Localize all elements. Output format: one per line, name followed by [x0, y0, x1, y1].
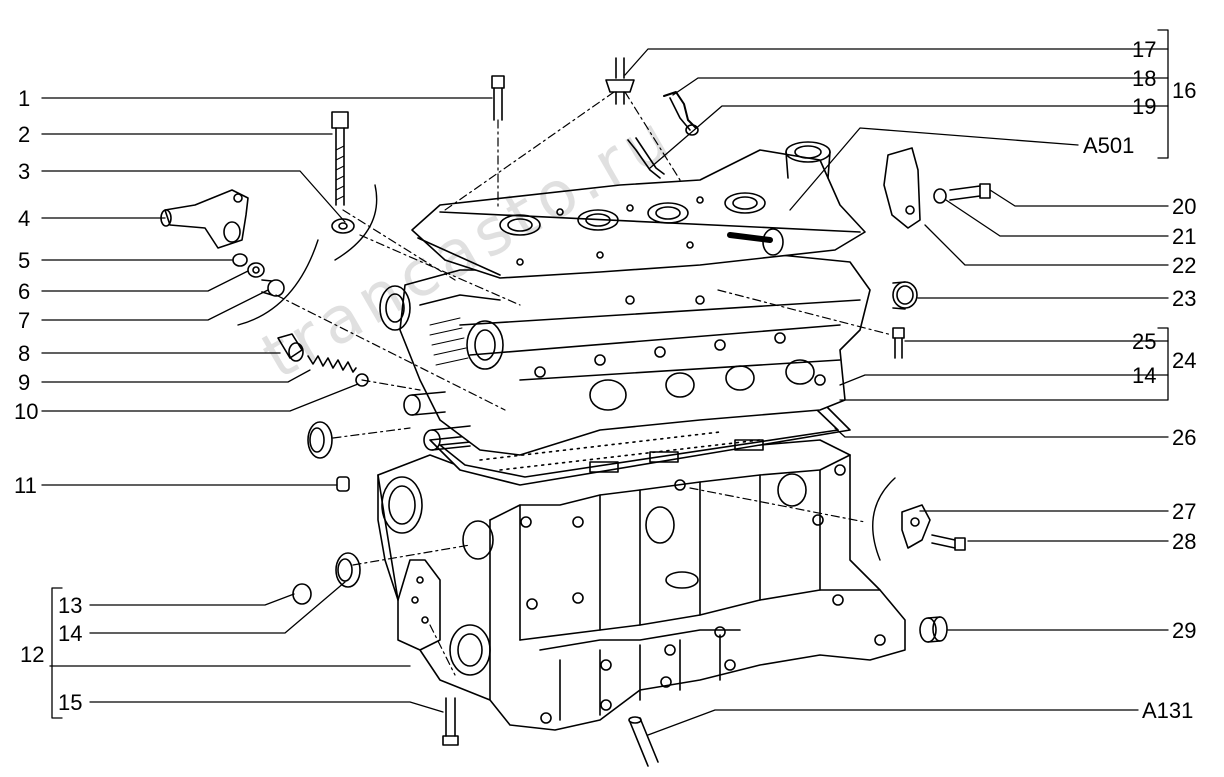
callout-27: 27 [1172, 499, 1197, 524]
part-15-bolt [442, 697, 459, 746]
part-2-head-bolt [331, 111, 349, 206]
callout-25: 25 [1132, 329, 1157, 354]
part-1-bolt [491, 75, 505, 121]
part-6-washer [247, 262, 265, 278]
callout-6: 6 [18, 279, 31, 304]
part-3-washer [331, 218, 355, 234]
part-21-washer [933, 188, 947, 204]
callout-24: 24 [1172, 348, 1197, 373]
callout-23: 23 [1172, 286, 1197, 311]
callout-9: 9 [18, 370, 31, 395]
callout-20: 20 [1172, 194, 1197, 219]
assembly-lines [275, 91, 893, 676]
callout-16: 16 [1172, 78, 1197, 103]
part-10-ball [355, 373, 369, 387]
callout-7: 7 [18, 308, 31, 333]
part-19-tube [627, 139, 661, 179]
part-7-plug [261, 279, 285, 297]
callout-17: 17 [1132, 37, 1157, 62]
part-13-plug [292, 583, 312, 605]
part-17-stud [605, 57, 635, 105]
part-4-sensor [160, 189, 249, 249]
part-29-bushing [919, 616, 948, 643]
part-22-bracket [883, 147, 921, 229]
valve-cover [411, 141, 866, 279]
part-23-seal [892, 281, 918, 310]
callout-22: 22 [1172, 253, 1197, 278]
part-a131-dowel [628, 716, 659, 767]
callout-5: 5 [18, 248, 31, 273]
part-5-ring [232, 253, 248, 267]
callout-15: 15 [58, 690, 83, 715]
part-8-plug [277, 333, 304, 362]
part-20-bolt [949, 183, 991, 201]
leader-lines [41, 29, 1169, 736]
callout-a501: A501 [1083, 133, 1135, 158]
part-9-spring [307, 355, 357, 373]
part-14-seal [335, 552, 361, 588]
callout-18: 18 [1132, 66, 1157, 91]
part-11-sleeve [336, 476, 350, 492]
callout-a131: A131 [1142, 698, 1194, 723]
callout-8: 8 [18, 341, 31, 366]
part-18-hose-end [685, 124, 699, 136]
callout-26: 26 [1172, 425, 1197, 450]
callout-1: 1 [18, 86, 31, 111]
callout-10: 10 [14, 399, 39, 424]
callout-21: 21 [1172, 224, 1197, 249]
callout-13: 13 [58, 593, 83, 618]
callout-14-right: 14 [1132, 363, 1157, 388]
callout-28: 28 [1172, 529, 1197, 554]
callout-3: 3 [18, 159, 31, 184]
part-14-seal-upper [307, 421, 333, 459]
callout-14: 14 [58, 621, 83, 646]
callout-29: 29 [1172, 618, 1197, 643]
callout-4: 4 [18, 206, 31, 231]
callout-19: 19 [1132, 94, 1157, 119]
part-27-knock-sensor [901, 504, 931, 549]
callout-2: 2 [18, 122, 31, 147]
callout-11: 11 [14, 473, 37, 498]
cylinder-block [377, 439, 906, 731]
callout-12: 12 [20, 642, 45, 667]
part-25-bolt [892, 327, 905, 359]
part-28-bolt [931, 534, 966, 551]
